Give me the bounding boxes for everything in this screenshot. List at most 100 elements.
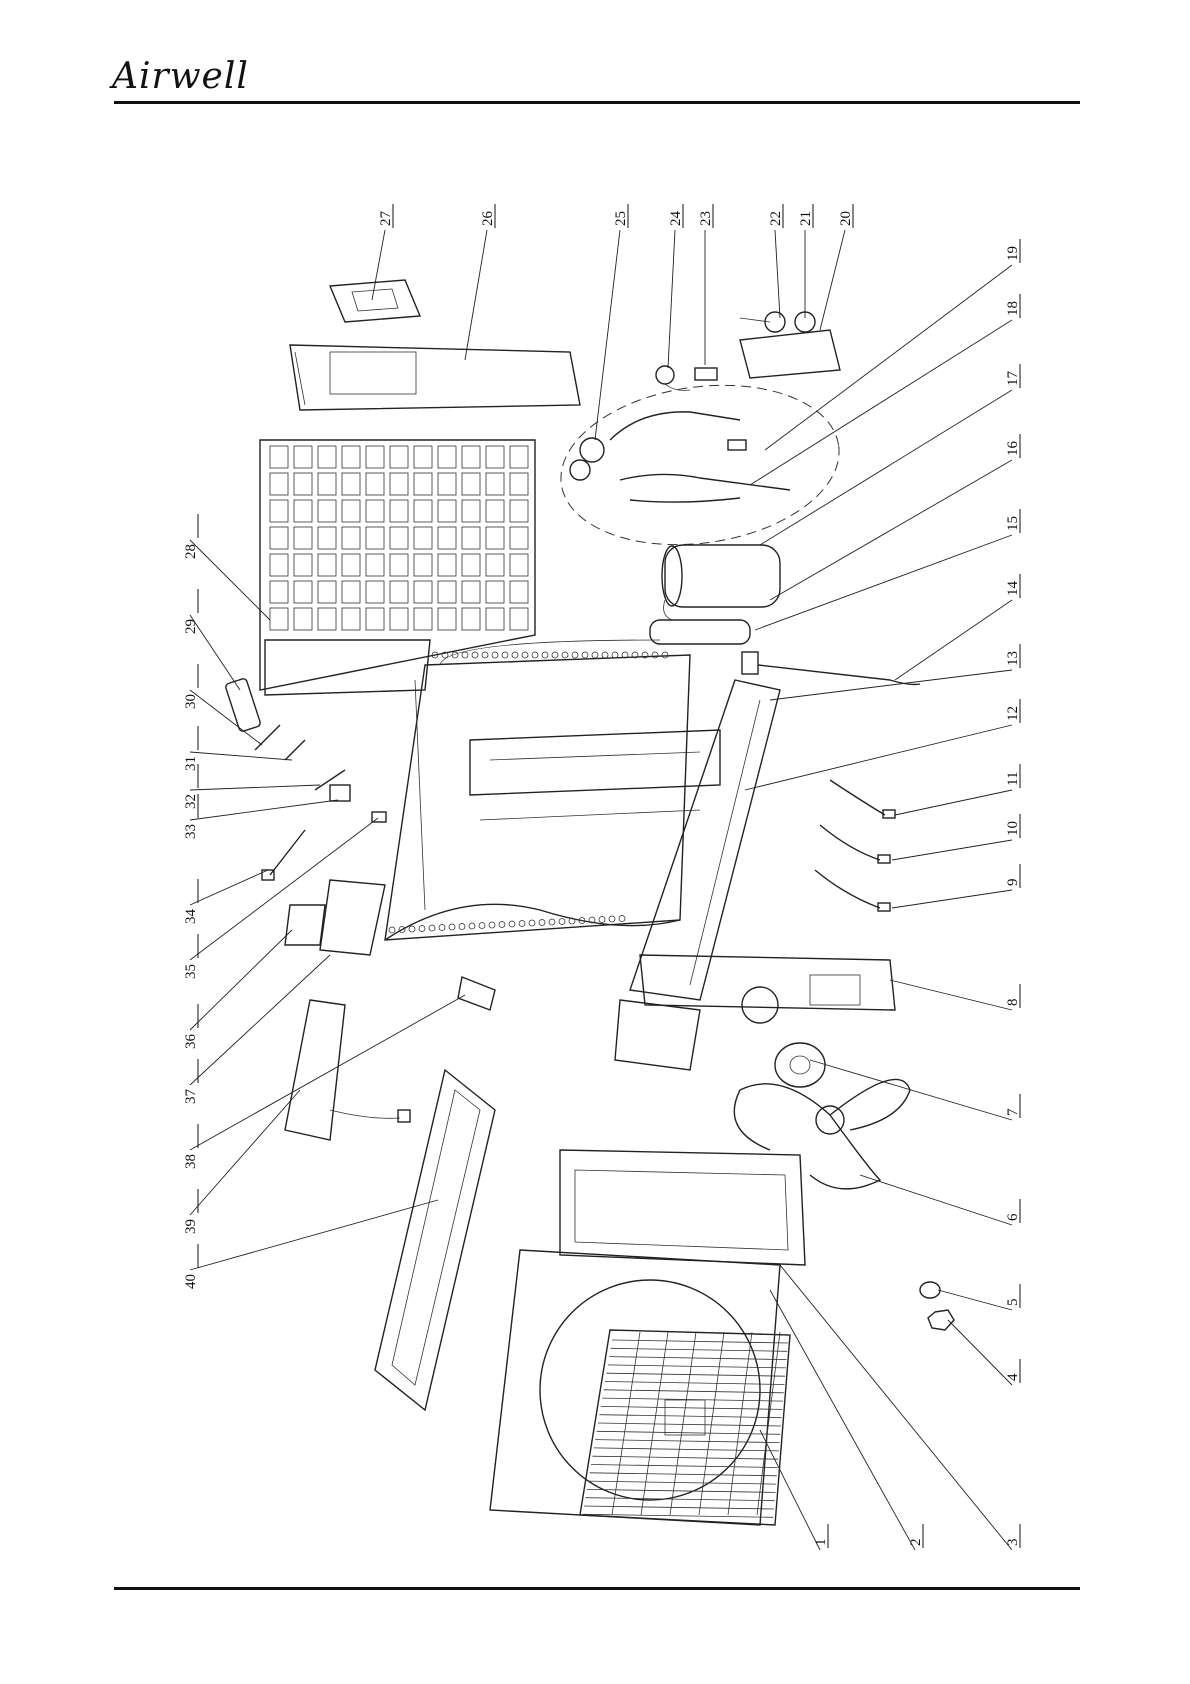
callout-label: 17 <box>1005 371 1021 387</box>
callout-28: 28 <box>183 514 270 620</box>
callout-36: 36 <box>183 930 292 1049</box>
part-10-sensor <box>820 825 890 863</box>
part-20-valve-plate <box>740 312 840 378</box>
callout-label: 8 <box>1005 999 1021 1007</box>
callout-3: 3 <box>780 1265 1021 1550</box>
callout-label: 21 <box>798 211 814 226</box>
cabinet-body <box>385 640 690 940</box>
callout-label: 38 <box>183 1154 199 1169</box>
callout-7: 7 <box>810 1060 1021 1120</box>
part-36-terminal <box>285 905 325 945</box>
callout-label: 24 <box>668 211 684 227</box>
part-17-compressor <box>662 545 780 620</box>
callout-4: 4 <box>948 1320 1021 1385</box>
callout-label: 23 <box>698 211 714 226</box>
callout-15: 15 <box>755 509 1021 630</box>
callout-label: 3 <box>1005 1539 1021 1547</box>
callout-27: 27 <box>372 204 394 300</box>
part-15-accumulator <box>650 620 750 644</box>
callout-25: 25 <box>595 204 629 440</box>
part-24-coil <box>656 366 690 390</box>
part-37-box-cover <box>320 880 385 955</box>
part-3-front-panel <box>560 1150 805 1265</box>
callout-35: 35 <box>183 818 378 979</box>
callout-24: 24 <box>668 204 684 368</box>
callout-layer: 2829303132333435363738394027262524232221… <box>183 204 1021 1550</box>
callout-14: 14 <box>895 574 1021 680</box>
callout-label: 26 <box>480 211 496 227</box>
callout-label: 4 <box>1005 1373 1021 1381</box>
part-26-top-panel <box>290 345 580 410</box>
callout-6: 6 <box>860 1175 1021 1225</box>
callout-10: 10 <box>892 814 1021 860</box>
callout-label: 18 <box>1005 301 1021 316</box>
part-13-base-pan <box>630 680 780 1000</box>
callout-8: 8 <box>890 980 1021 1010</box>
callout-label: 7 <box>1005 1108 1021 1116</box>
callout-34: 34 <box>183 870 268 924</box>
callout-label: 32 <box>183 794 199 809</box>
callout-label: 1 <box>813 1539 829 1547</box>
callout-16: 16 <box>770 434 1021 600</box>
callout-label: 20 <box>838 211 854 226</box>
part-9-sensor <box>815 870 890 911</box>
callout-19: 19 <box>765 239 1021 450</box>
part-14-cable <box>742 652 920 685</box>
callout-38: 38 <box>183 995 465 1169</box>
callout-11: 11 <box>895 764 1021 815</box>
callout-label: 13 <box>1005 651 1021 666</box>
callout-label: 28 <box>183 544 199 559</box>
part-11-sensor <box>830 780 895 818</box>
callout-label: 14 <box>1005 581 1021 597</box>
callout-label: 16 <box>1005 441 1021 457</box>
part-25-valves <box>570 412 790 502</box>
callout-label: 11 <box>1005 772 1021 786</box>
part-31-lead <box>285 740 305 760</box>
callout-9: 9 <box>892 864 1021 908</box>
callout-label: 39 <box>183 1219 199 1234</box>
callout-label: 30 <box>183 694 199 709</box>
callout-18: 18 <box>750 294 1021 485</box>
callout-label: 29 <box>183 619 199 634</box>
callout-label: 37 <box>183 1089 199 1105</box>
callout-label: 19 <box>1005 246 1021 261</box>
part-39-electric-box <box>285 1000 410 1140</box>
callout-label: 6 <box>1005 1213 1021 1221</box>
callout-label: 9 <box>1005 879 1021 887</box>
callout-20: 20 <box>820 204 854 330</box>
part-23-clip <box>695 368 717 380</box>
part-30-lead <box>255 725 280 750</box>
part-1-grille <box>580 1330 790 1525</box>
callout-33: 33 <box>183 794 338 839</box>
callout-label: 40 <box>183 1274 199 1289</box>
part-38-bracket <box>458 977 495 1010</box>
part-29-cover <box>225 678 261 732</box>
callout-29: 29 <box>183 589 240 690</box>
callout-26: 26 <box>465 204 496 360</box>
callout-label: 22 <box>768 211 784 226</box>
callout-32: 32 <box>183 764 320 809</box>
part-34-sensor <box>262 830 305 880</box>
callout-label: 34 <box>183 909 199 925</box>
callout-label: 10 <box>1005 821 1021 836</box>
callout-label: 36 <box>183 1034 199 1050</box>
part-33-relay <box>330 785 350 801</box>
part-28-condenser-coil <box>260 440 535 695</box>
callout-31: 31 <box>183 726 292 771</box>
callout-label: 12 <box>1005 706 1021 721</box>
part-5-washer <box>920 1282 940 1298</box>
part-7-fan-motor <box>775 1043 825 1087</box>
callout-label: 31 <box>183 756 199 771</box>
part-12-partition <box>470 730 720 820</box>
callout-37: 37 <box>183 955 330 1104</box>
callout-23: 23 <box>698 204 714 365</box>
part-4-nut <box>928 1310 954 1330</box>
part-6-fan-blade <box>734 1079 910 1188</box>
callout-label: 15 <box>1005 516 1021 531</box>
callout-22: 22 <box>768 204 784 318</box>
callout-39: 39 <box>183 1090 300 1234</box>
callout-12: 12 <box>745 699 1021 790</box>
callout-label: 35 <box>183 964 199 979</box>
callout-13: 13 <box>770 644 1021 700</box>
callout-label: 27 <box>378 211 394 227</box>
